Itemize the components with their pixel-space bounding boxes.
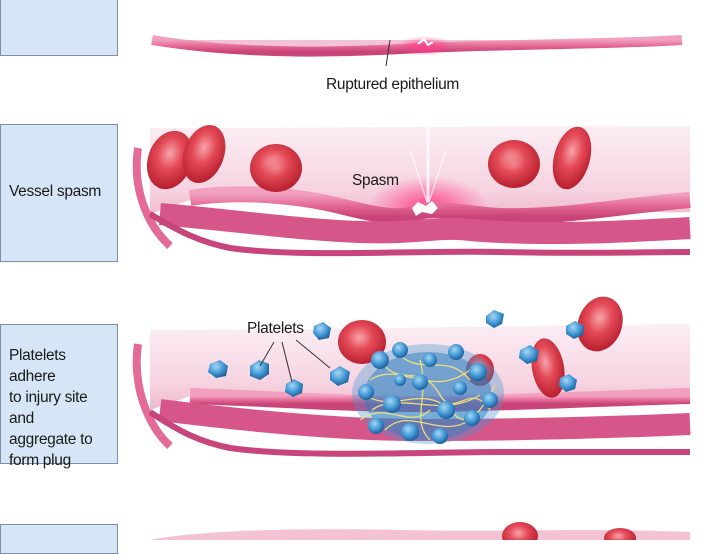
platelet-plug-label: Platelets adhere to injury site and aggr… [9,345,113,471]
platelet-leader-lines [259,339,331,383]
epithelium-leader-line [385,39,391,67]
platelet-plug-label-line: Platelets adhere [9,347,66,385]
platelet-plug [352,342,504,444]
label-box-top [0,0,118,56]
platelet-plug-label-line: aggregate to [9,431,93,448]
label-box-vessel-spasm: Vessel spasm [0,124,118,262]
bottom-vessel [150,522,690,540]
spasm-red-cells [146,124,592,192]
ruptured-epithelium-callout: Ruptured epithelium [326,76,460,93]
label-box-bottom [0,524,118,554]
top-vessel [150,35,683,67]
platelet-plug-label-line: form plug [9,452,71,469]
vessel-spasm-label: Vessel spasm [9,183,102,200]
free-platelets [208,310,584,397]
plug-red-cells [338,296,623,398]
hemostasis-diagram: Vessel spasm Platelets adhere to injury … [0,0,691,554]
platelet-plug-label-line: to injury site and [9,389,88,427]
vessel-illustrations [132,35,691,540]
platelets-callout: Platelets [247,320,304,337]
label-box-platelet-plug: Platelets adhere to injury site and aggr… [0,324,118,469]
spasm-callout: Spasm [352,172,399,189]
